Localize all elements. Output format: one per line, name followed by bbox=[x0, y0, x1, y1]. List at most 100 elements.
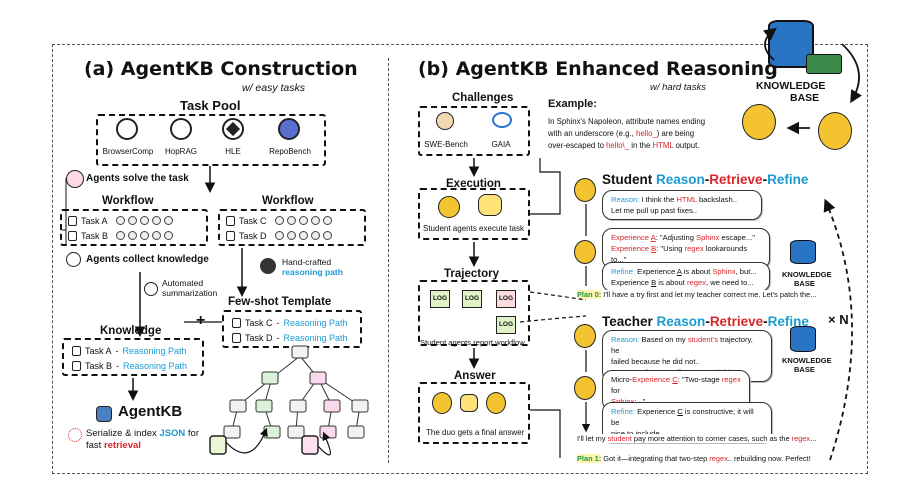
answer-caption: The duo gets a final answer bbox=[426, 428, 525, 437]
knowledge-task-b: Task B bbox=[85, 360, 113, 371]
knowledge-tree-graph bbox=[231, 355, 361, 431]
workflow1-box: Task A Task B bbox=[60, 209, 208, 246]
student-emoji-answer bbox=[486, 392, 506, 414]
flow-icon bbox=[274, 216, 332, 225]
workflow2-task-c: Task C bbox=[239, 215, 267, 226]
auto-sum-line1: Automated bbox=[162, 278, 204, 288]
flow-icon bbox=[274, 231, 332, 240]
fewshot-path-c: Reasoning Path bbox=[283, 317, 348, 328]
log-icon-4: LOG bbox=[496, 316, 516, 334]
hacker-icon bbox=[260, 258, 276, 274]
checkbox-icon bbox=[226, 215, 235, 226]
teacher-note: I'll let my student pay more attention t… bbox=[577, 434, 825, 443]
challenge-1: GAIA bbox=[491, 140, 511, 149]
kb-label-2: BASE bbox=[790, 92, 820, 104]
workflow2-box: Task C Task D bbox=[218, 209, 366, 246]
db-icon-teacher bbox=[790, 326, 816, 352]
serialize-line2: fast retrieval bbox=[86, 440, 141, 451]
teacher-emoji-top bbox=[742, 104, 776, 140]
hands-icon bbox=[478, 194, 502, 216]
student-reason-bubble: Reason: I think the HTML backslash.. Let… bbox=[602, 190, 762, 220]
network-icon bbox=[68, 428, 82, 442]
checkbox-icon bbox=[72, 345, 81, 356]
summary-icon bbox=[144, 282, 158, 296]
checkbox-icon bbox=[232, 332, 241, 343]
green-clipboard-icon bbox=[209, 435, 227, 455]
center-divider bbox=[388, 58, 389, 463]
trajectory-caption: Student agents report workflow bbox=[420, 338, 525, 347]
auto-sum-line2: summarization bbox=[162, 288, 218, 298]
log-icon-3: LOG bbox=[496, 290, 516, 308]
teacher-emoji-answer bbox=[432, 392, 452, 414]
student-avatar-1 bbox=[574, 178, 596, 202]
workflow2-task-d: Task D bbox=[239, 230, 267, 241]
student-heading: Student Reason-Retrieve-Refine bbox=[602, 172, 809, 187]
teacher-avatar-1 bbox=[574, 324, 596, 348]
kb-student-2: BASE bbox=[794, 279, 815, 288]
kb-teacher-2: BASE bbox=[794, 365, 815, 374]
example-title: Example: bbox=[548, 98, 597, 110]
checkbox-icon bbox=[68, 230, 77, 241]
pool-item-1: HopRAG bbox=[164, 147, 197, 156]
knowledge-title: Knowledge bbox=[100, 325, 162, 337]
handcrafted-line2: reasoning path bbox=[282, 267, 343, 277]
times-n-label: × N bbox=[828, 312, 849, 327]
knowledge-path-a: Reasoning Path bbox=[122, 345, 187, 356]
left-title: (a) AgentKB Construction bbox=[84, 58, 358, 80]
flow-icon bbox=[116, 231, 174, 240]
workflow1-task-a: Task A bbox=[81, 215, 108, 226]
agentkb-label: AgentKB bbox=[118, 403, 183, 420]
pool-item-3: RepoBench bbox=[269, 147, 311, 156]
knowledge-path-b: Reasoning Path bbox=[123, 360, 188, 371]
left-subtitle: w/ easy tasks bbox=[242, 82, 306, 94]
trajectory-title: Trajectory bbox=[444, 268, 499, 280]
right-subtitle: w/ hard tasks bbox=[650, 82, 706, 93]
student-refine-bubble: Refine: Experience A is about Sphinx, bu… bbox=[602, 262, 770, 292]
workflow1-title: Workflow bbox=[102, 195, 154, 207]
hle-icon bbox=[222, 118, 244, 140]
checkbox-icon bbox=[68, 215, 77, 226]
flow-icon bbox=[115, 216, 173, 225]
student-avatar-2 bbox=[574, 240, 596, 264]
kb-teacher-1: KNOWLEDGE bbox=[782, 356, 832, 365]
execution-caption: Student agents execute task bbox=[423, 224, 524, 233]
workflow2-title: Workflow bbox=[262, 195, 314, 207]
kb-label-1: KNOWLEDGE bbox=[756, 80, 826, 92]
log-icon-1: LOG bbox=[430, 290, 450, 308]
challenge-0: SWE-Bench bbox=[424, 140, 468, 149]
workflow1-task-b: Task B bbox=[81, 230, 109, 241]
plan1-text: Plan 1: Got it—integrating that two-step… bbox=[577, 454, 825, 463]
knowledge-task-a: Task A bbox=[85, 345, 112, 356]
fewshot-title: Few-shot Template bbox=[228, 296, 332, 308]
openai-icon bbox=[66, 252, 81, 267]
fewshot-task-c: Task C bbox=[245, 317, 273, 328]
challenges-box bbox=[418, 106, 530, 156]
example-text: In Sphinx's Napoleon, attribute names en… bbox=[548, 117, 706, 150]
student-emoji-top bbox=[818, 112, 852, 150]
execution-title: Execution bbox=[446, 178, 501, 190]
right-title: (b) AgentKB Enhanced Reasoning bbox=[418, 58, 778, 80]
retrieval-word: retrieval bbox=[103, 440, 141, 451]
checkbox-icon bbox=[232, 317, 241, 328]
highfive-icon bbox=[460, 394, 478, 412]
fewshot-task-d: Task D bbox=[245, 332, 273, 343]
log-icon-2: LOG bbox=[462, 290, 482, 308]
task-pool-title: Task Pool bbox=[180, 98, 241, 113]
solve-label: Agents solve the task bbox=[86, 173, 189, 184]
gaia-icon bbox=[492, 112, 512, 128]
repobench-icon bbox=[278, 118, 300, 140]
collect-label: Agents collect knowledge bbox=[86, 254, 209, 265]
fewshot-box: Task C - Reasoning Path Task D - Reasoni… bbox=[222, 310, 362, 348]
answer-title: Answer bbox=[454, 370, 496, 382]
tree-nodes bbox=[223, 345, 369, 439]
serialize-line1: Serialize & index JSON for bbox=[86, 428, 200, 439]
outer-frame bbox=[52, 44, 868, 474]
plan0-text: Plan 0: I'll have a try first and let my… bbox=[577, 290, 825, 299]
pink-clipboard-icon bbox=[301, 435, 319, 455]
handcrafted-line1: Hand-crafted bbox=[282, 257, 332, 267]
pool-icons: BrowserComp HopRAG HLE RepoBench bbox=[100, 118, 322, 162]
json-word: JSON bbox=[159, 428, 186, 439]
checkbox-icon bbox=[72, 360, 81, 371]
